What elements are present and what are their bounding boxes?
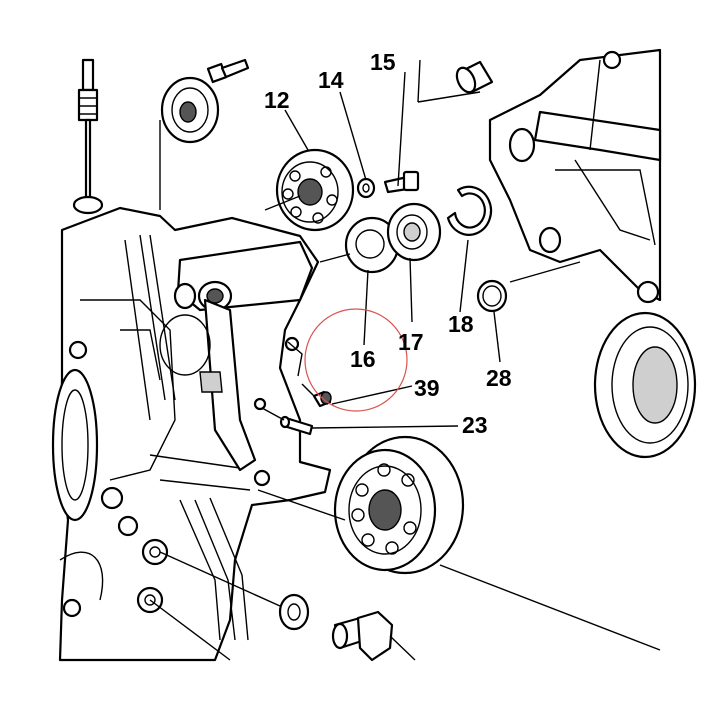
circlip-18: [446, 185, 493, 236]
washer-14: [356, 177, 376, 199]
callout-14: 14: [318, 67, 344, 93]
screw-15: [383, 170, 420, 194]
leader-28: [493, 311, 501, 363]
bushing-top: [417, 60, 494, 103]
leader-17: [409, 257, 413, 323]
callout-12: 12: [264, 87, 290, 113]
bearing-12: [264, 148, 355, 232]
bottom-washer: [159, 551, 310, 631]
bearing-upper: [159, 76, 220, 210]
leader-14: [339, 91, 367, 181]
callout-39: 39: [414, 375, 440, 401]
bearing-large-right: [593, 311, 697, 459]
drain-plug: [149, 599, 416, 662]
callout-28: 28: [486, 365, 512, 391]
callout-16: 16: [350, 346, 376, 372]
leader-12: [284, 109, 309, 151]
leader-18: [459, 239, 469, 313]
engine-housing: [51, 206, 332, 662]
leader-16: [363, 269, 369, 346]
callout-15: 15: [370, 49, 396, 75]
breather-pipe: [72, 58, 104, 215]
leader-23: [311, 425, 459, 429]
callout-17: 17: [398, 329, 424, 355]
leader-15-top: [417, 59, 421, 103]
bearing-17: [386, 202, 442, 262]
highlight-circle: [304, 308, 408, 412]
bolt-top: [206, 58, 250, 84]
leader-15: [397, 71, 406, 187]
dowel-39: [287, 341, 332, 408]
oring-28: [476, 279, 508, 313]
callout-18: 18: [448, 311, 474, 337]
side-cover: [488, 48, 662, 304]
dowel-23: [261, 407, 314, 436]
callout-23: 23: [462, 412, 488, 438]
leader-39: [331, 385, 413, 405]
bearing-large-center: [257, 435, 661, 651]
